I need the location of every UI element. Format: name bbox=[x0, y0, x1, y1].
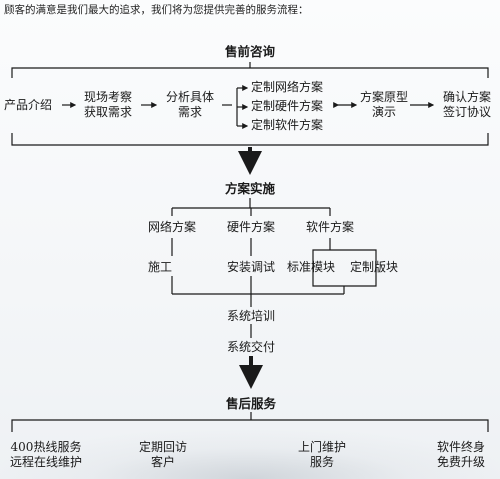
node-upgrade-line2: 免费升级 bbox=[436, 455, 486, 469]
node-visit: 定期回访 客户 bbox=[139, 440, 187, 470]
node-prototype-line2: 演示 bbox=[371, 105, 397, 119]
node-visit-line2: 客户 bbox=[150, 455, 176, 469]
node-custom-version: 定制版块 bbox=[349, 260, 399, 274]
node-product-intro: 产品介绍 bbox=[4, 98, 53, 112]
node-install-debug: 安装调试 bbox=[226, 260, 276, 274]
node-confirm-line2: 签订协议 bbox=[442, 105, 492, 119]
presales-bracket-bottom bbox=[11, 133, 489, 146]
node-hardware-plan: 硬件方案 bbox=[226, 220, 276, 234]
node-site-survey-line2: 获取需求 bbox=[83, 105, 133, 119]
node-confirm: 确认方案 签订协议 bbox=[443, 90, 491, 120]
node-upgrade: 软件终身 免费升级 bbox=[437, 440, 485, 470]
node-training: 系统培训 bbox=[226, 309, 276, 323]
aftersales-bracket bbox=[11, 419, 489, 432]
node-construction: 施工 bbox=[147, 260, 173, 274]
node-prototype: 方案原型 演示 bbox=[360, 90, 408, 120]
node-hotline-line1: 400热线服务 bbox=[10, 440, 82, 454]
node-analysis-line1: 分析具体 bbox=[165, 90, 215, 104]
node-hotline: 400热线服务 远程在线维护 bbox=[10, 440, 82, 470]
node-site-survey-line1: 现场考察 bbox=[83, 90, 133, 104]
node-delivery: 系统交付 bbox=[226, 340, 276, 354]
intro-text: 顾客的满意是我们最大的追求，我们将为您提供完善的服务流程： bbox=[4, 4, 309, 16]
node-custom-hardware: 定制硬件方案 bbox=[251, 99, 324, 113]
section-title-implementation: 方案实施 bbox=[224, 181, 276, 196]
bottom-shadow-decoration bbox=[0, 430, 500, 479]
node-network-plan: 网络方案 bbox=[147, 220, 197, 234]
node-upgrade-line1: 软件终身 bbox=[436, 440, 486, 454]
node-standard-module: 标准模块 bbox=[286, 260, 336, 274]
node-analysis-line2: 需求 bbox=[177, 105, 203, 119]
node-site-survey: 现场考察 获取需求 bbox=[84, 90, 132, 120]
node-prototype-line1: 方案原型 bbox=[359, 90, 409, 104]
node-hotline-line2: 远程在线维护 bbox=[9, 455, 83, 469]
node-visit-line1: 定期回访 bbox=[138, 440, 188, 454]
section-title-presales: 售前咨询 bbox=[224, 44, 276, 59]
node-analysis: 分析具体 需求 bbox=[166, 90, 214, 120]
node-onsite-line2: 服务 bbox=[309, 455, 335, 469]
node-custom-software: 定制软件方案 bbox=[251, 118, 324, 132]
node-onsite: 上门维护 服务 bbox=[298, 440, 346, 470]
section-title-aftersales: 售后服务 bbox=[225, 396, 277, 411]
node-confirm-line1: 确认方案 bbox=[442, 90, 492, 104]
node-onsite-line1: 上门维护 bbox=[297, 440, 347, 454]
node-software-plan: 软件方案 bbox=[305, 220, 355, 234]
node-custom-network: 定制网络方案 bbox=[251, 80, 324, 94]
presales-bracket-top bbox=[11, 67, 489, 78]
software-modules-box bbox=[312, 249, 377, 287]
